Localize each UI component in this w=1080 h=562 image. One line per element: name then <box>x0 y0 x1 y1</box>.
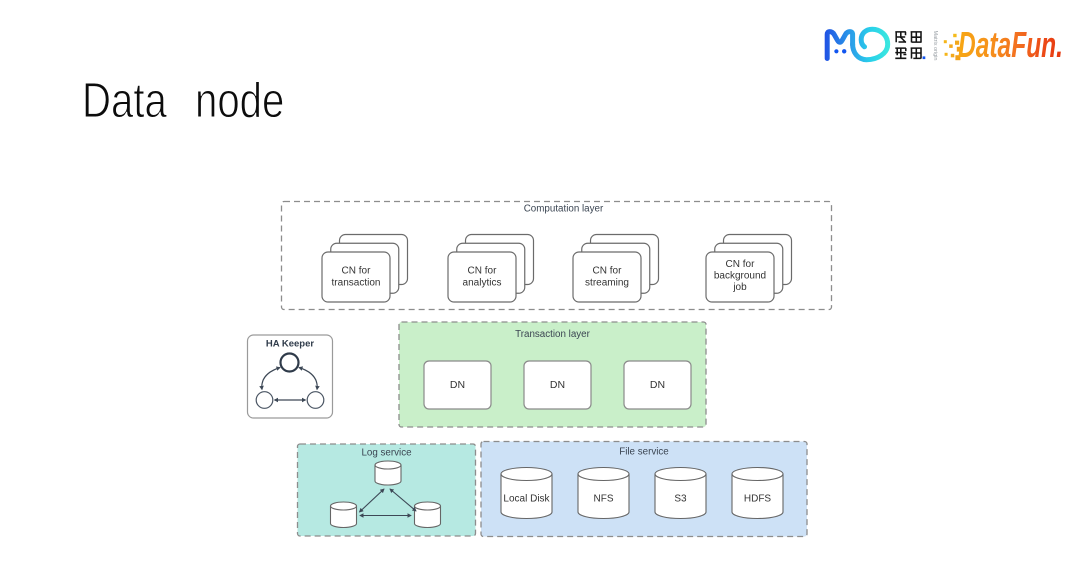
svg-text:Data: Data <box>82 73 167 128</box>
svg-text:transaction: transaction <box>332 278 381 289</box>
svg-text:File service: File service <box>619 447 669 458</box>
svg-text:streaming: streaming <box>585 278 629 289</box>
svg-text:DataFun.: DataFun. <box>958 24 1063 65</box>
svg-text:Transaction layer: Transaction layer <box>515 329 591 340</box>
svg-text:NFS: NFS <box>594 494 614 505</box>
svg-text:Local Disk: Local Disk <box>503 494 550 505</box>
svg-text:HDFS: HDFS <box>744 494 772 505</box>
svg-text:Matrix origin: Matrix origin <box>932 31 938 61</box>
svg-text:Log service: Log service <box>361 448 412 459</box>
svg-text:CN for: CN for <box>468 266 498 277</box>
svg-text:background: background <box>714 271 766 282</box>
svg-text:job: job <box>732 282 747 293</box>
svg-text:HA Keeper: HA Keeper <box>266 339 315 350</box>
svg-text:CN for: CN for <box>342 266 372 277</box>
svg-text:S3: S3 <box>674 494 687 505</box>
svg-text:CN for: CN for <box>726 259 756 270</box>
svg-text:analytics: analytics <box>463 278 502 289</box>
svg-text:DN: DN <box>450 379 465 391</box>
svg-text:CN for: CN for <box>593 266 623 277</box>
svg-text:Computation layer: Computation layer <box>524 204 604 215</box>
svg-text:DN: DN <box>550 379 565 391</box>
svg-text:DN: DN <box>650 379 665 391</box>
svg-text:node: node <box>195 73 284 128</box>
